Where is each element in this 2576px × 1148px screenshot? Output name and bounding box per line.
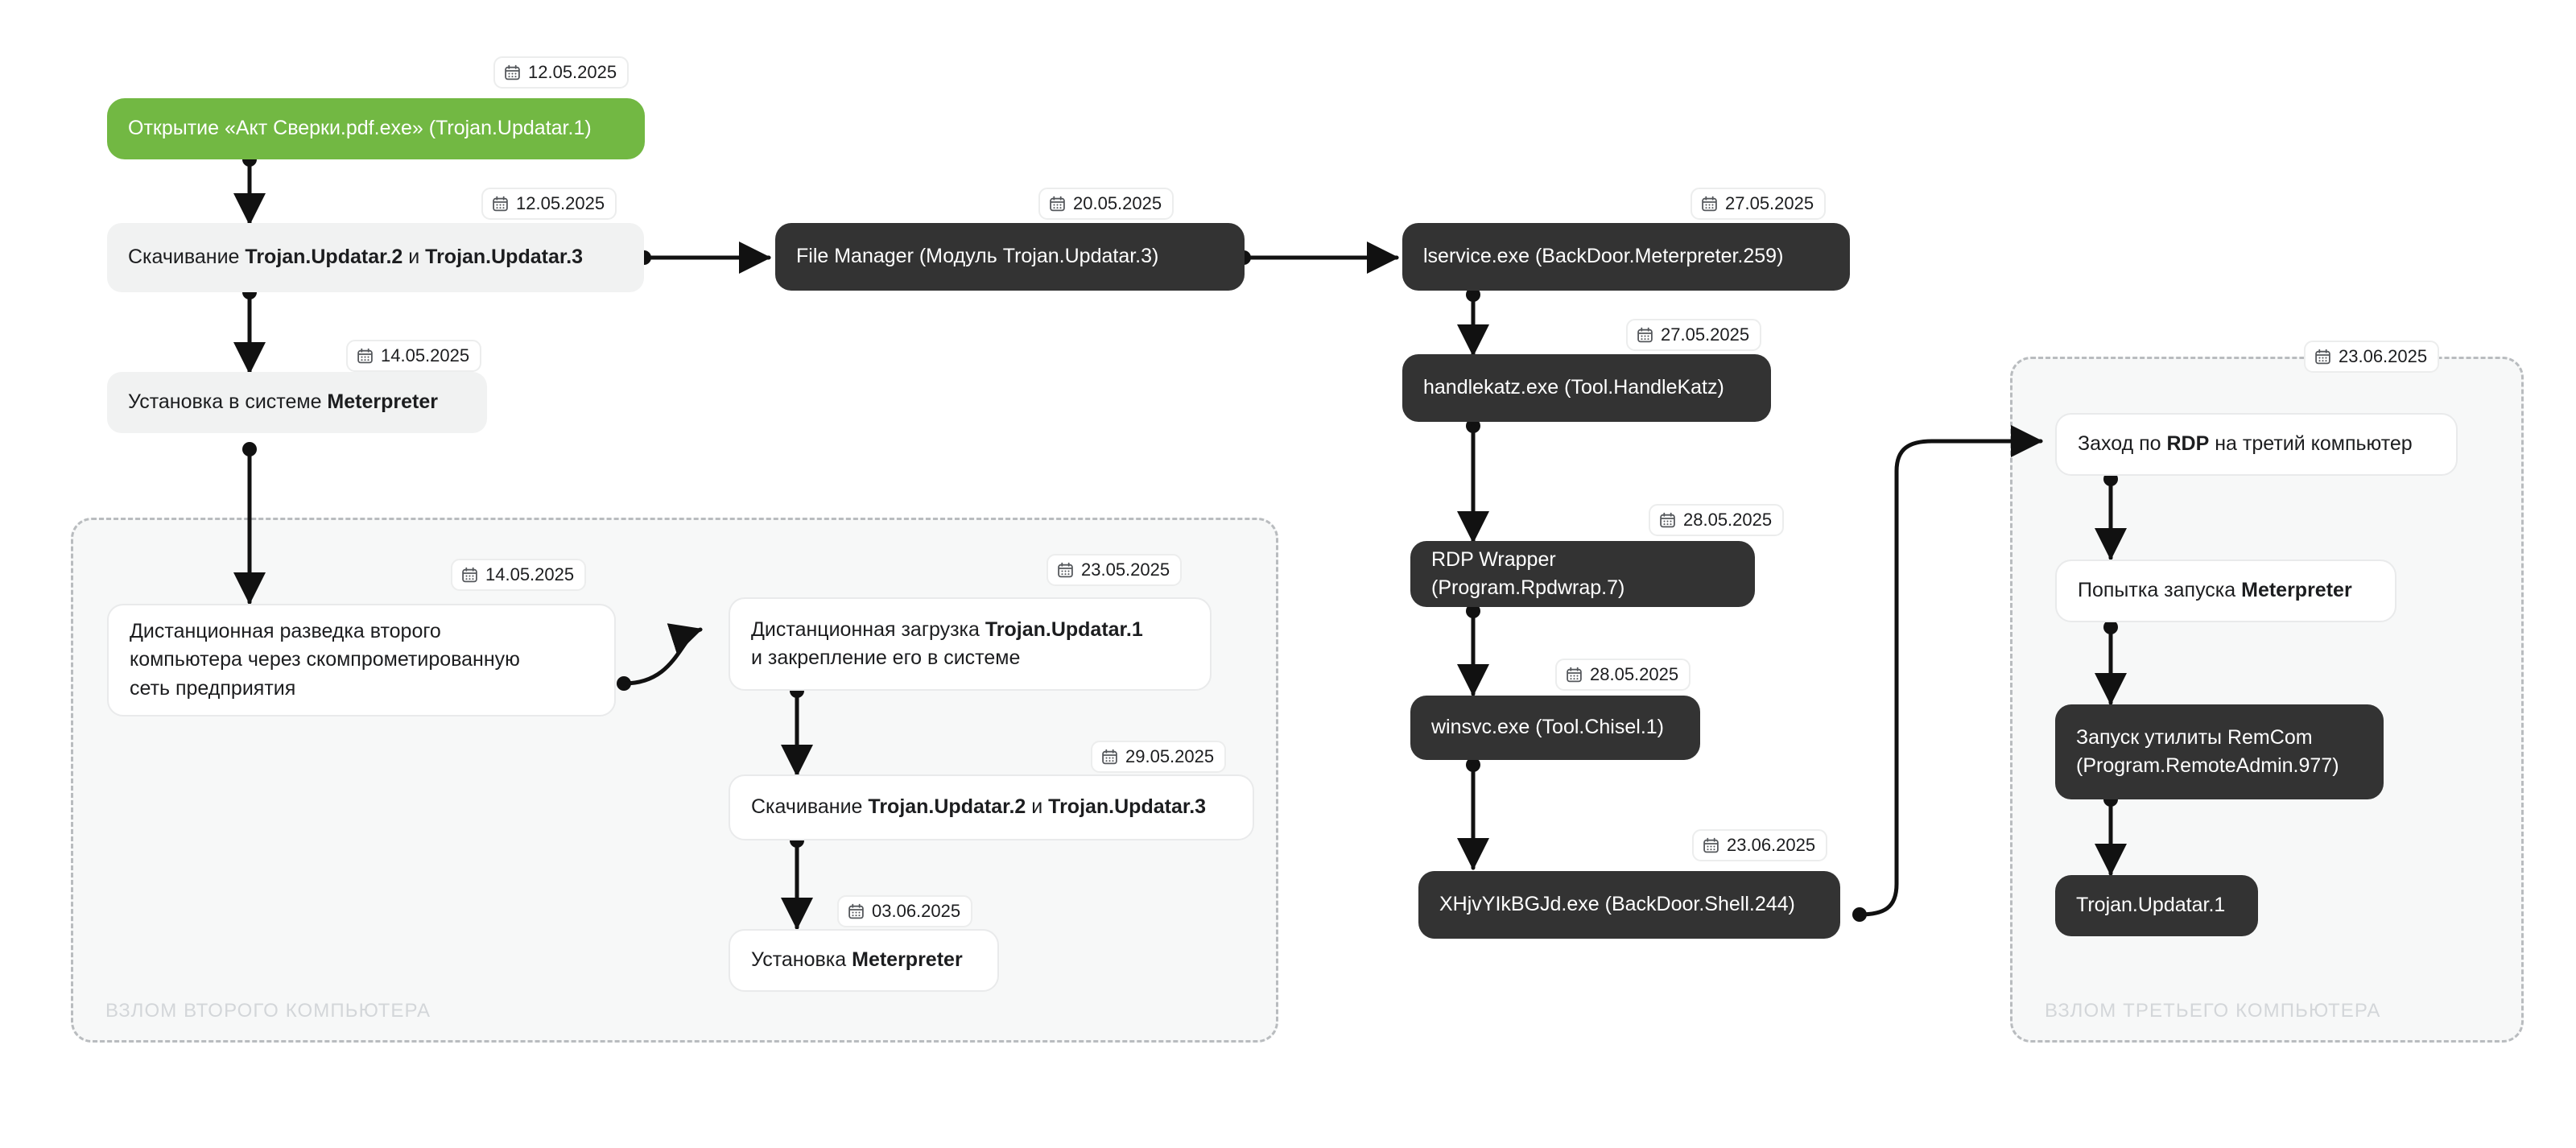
date-badge: 28.05.2025 [1649,504,1785,536]
calendar-icon [1566,667,1583,683]
date-badge: 03.06.2025 [837,895,973,927]
group-label-third-computer: ВЗЛОМ ТРЕТЬЕГО КОМПЬЮТЕРА [2045,1000,2381,1022]
calendar-icon [504,64,521,81]
node-label: File Manager (Модуль Trojan.Updatar.3) [796,245,1159,268]
date-text: 12.05.2025 [528,62,617,82]
node-label: Скачивание Trojan.Updatar.2 и Trojan.Upd… [751,795,1207,819]
date-text: 23.06.2025 [1727,835,1816,855]
node-lservice-exe[interactable]: lservice.exe (BackDoor.Meterpreter.259) [1402,223,1850,291]
date-text: 03.06.2025 [872,901,961,921]
date-badge: 23.05.2025 [1046,554,1183,586]
node-try-run-meterpreter[interactable]: Попытка запуска Meterpreter [2055,560,2396,622]
calendar-icon [1049,196,1066,213]
node-install-meterpreter[interactable]: Установка в системе Meterpreter [107,372,487,433]
date-badge: 12.05.2025 [493,56,630,89]
date-badge: 14.05.2025 [451,559,587,591]
node-download-updatar-2-3[interactable]: Скачивание Trojan.Updatar.2 и Trojan.Upd… [107,223,644,292]
node-trojan-updatar-1-third[interactable]: Trojan.Updatar.1 [2055,875,2258,936]
node-label: Установка в системе Meterpreter [128,390,438,414]
node-label: Trojan.Updatar.1 [2076,894,2226,917]
node-file-manager[interactable]: File Manager (Модуль Trojan.Updatar.3) [775,223,1245,291]
node-label: Открытие «Акт Сверки.pdf.exe» (Trojan.Up… [128,117,592,140]
node-label: Заход по RDP на третий компьютер [2078,432,2413,456]
node-label: Дистанционная разведка второго компьютер… [130,619,520,700]
date-text: 20.05.2025 [1073,193,1162,213]
node-winsvc-exe[interactable]: winsvc.exe (Tool.Chisel.1) [1410,696,1700,760]
date-badge: 23.06.2025 [2304,341,2440,373]
date-badge: 28.05.2025 [1555,659,1691,691]
calendar-icon [1101,749,1118,766]
date-text: 29.05.2025 [1125,746,1215,766]
node-label: Установка Meterpreter [751,948,963,972]
calendar-icon [357,348,374,365]
date-badge: 27.05.2025 [1690,188,1827,220]
calendar-icon [2314,349,2331,365]
node-remcom[interactable]: Запуск утилиты RemCom (Program.RemoteAdm… [2055,704,2384,799]
node-label: XHjvYIkBGJd.exe (BackDoor.Shell.244) [1439,893,1795,916]
node-label: RDP Wrapper (Program.Rpdwrap.7) [1431,547,1625,600]
calendar-icon [1637,327,1653,344]
node-label: winsvc.exe (Tool.Chisel.1) [1431,716,1664,739]
date-text: 27.05.2025 [1725,193,1814,213]
date-text: 23.06.2025 [2339,346,2428,366]
date-text: 12.05.2025 [516,193,605,213]
date-badge: 12.05.2025 [481,188,617,220]
node-remote-recon[interactable]: Дистанционная разведка второго компьютер… [107,604,616,716]
calendar-icon [1659,512,1676,529]
group-label-second-computer: ВЗЛОМ ВТОРОГО КОМПЬЮТЕРА [105,1000,431,1022]
calendar-icon [461,567,478,584]
node-rdp-login-third[interactable]: Заход по RDP на третий компьютер [2055,413,2458,476]
calendar-icon [1703,837,1719,854]
node-label: Попытка запуска Meterpreter [2078,579,2352,602]
node-rdp-wrapper[interactable]: RDP Wrapper (Program.Rpdwrap.7) [1410,541,1755,607]
calendar-icon [1701,196,1718,213]
date-badge: 23.06.2025 [1692,829,1828,861]
date-text: 23.05.2025 [1081,560,1170,580]
node-handlekatz-exe[interactable]: handlekatz.exe (Tool.HandleKatz) [1402,354,1771,422]
date-badge: 27.05.2025 [1626,319,1762,351]
calendar-icon [492,196,509,213]
date-text: 28.05.2025 [1590,664,1679,684]
date-badge: 29.05.2025 [1091,741,1227,773]
date-badge: 20.05.2025 [1038,188,1174,220]
calendar-icon [848,903,865,920]
node-download-updatar-2-3-second[interactable]: Скачивание Trojan.Updatar.2 и Trojan.Upd… [729,774,1254,840]
date-text: 27.05.2025 [1661,324,1750,345]
node-xhjv-exe[interactable]: XHjvYIkBGJd.exe (BackDoor.Shell.244) [1418,871,1840,939]
date-text: 28.05.2025 [1683,510,1773,530]
node-label: lservice.exe (BackDoor.Meterpreter.259) [1423,245,1784,268]
node-label: Запуск утилиты RemCom (Program.RemoteAdm… [2076,725,2339,778]
node-label: Скачивание Trojan.Updatar.2 и Trojan.Upd… [128,246,584,269]
date-badge: 14.05.2025 [346,340,482,372]
node-install-meterpreter-second[interactable]: Установка Meterpreter [729,929,999,992]
calendar-icon [1057,562,1074,579]
node-label: handlekatz.exe (Tool.HandleKatz) [1423,376,1724,399]
date-text: 14.05.2025 [485,564,575,584]
date-text: 14.05.2025 [381,345,470,365]
node-open-act-sverki[interactable]: Открытие «Акт Сверки.pdf.exe» (Trojan.Up… [107,98,645,159]
